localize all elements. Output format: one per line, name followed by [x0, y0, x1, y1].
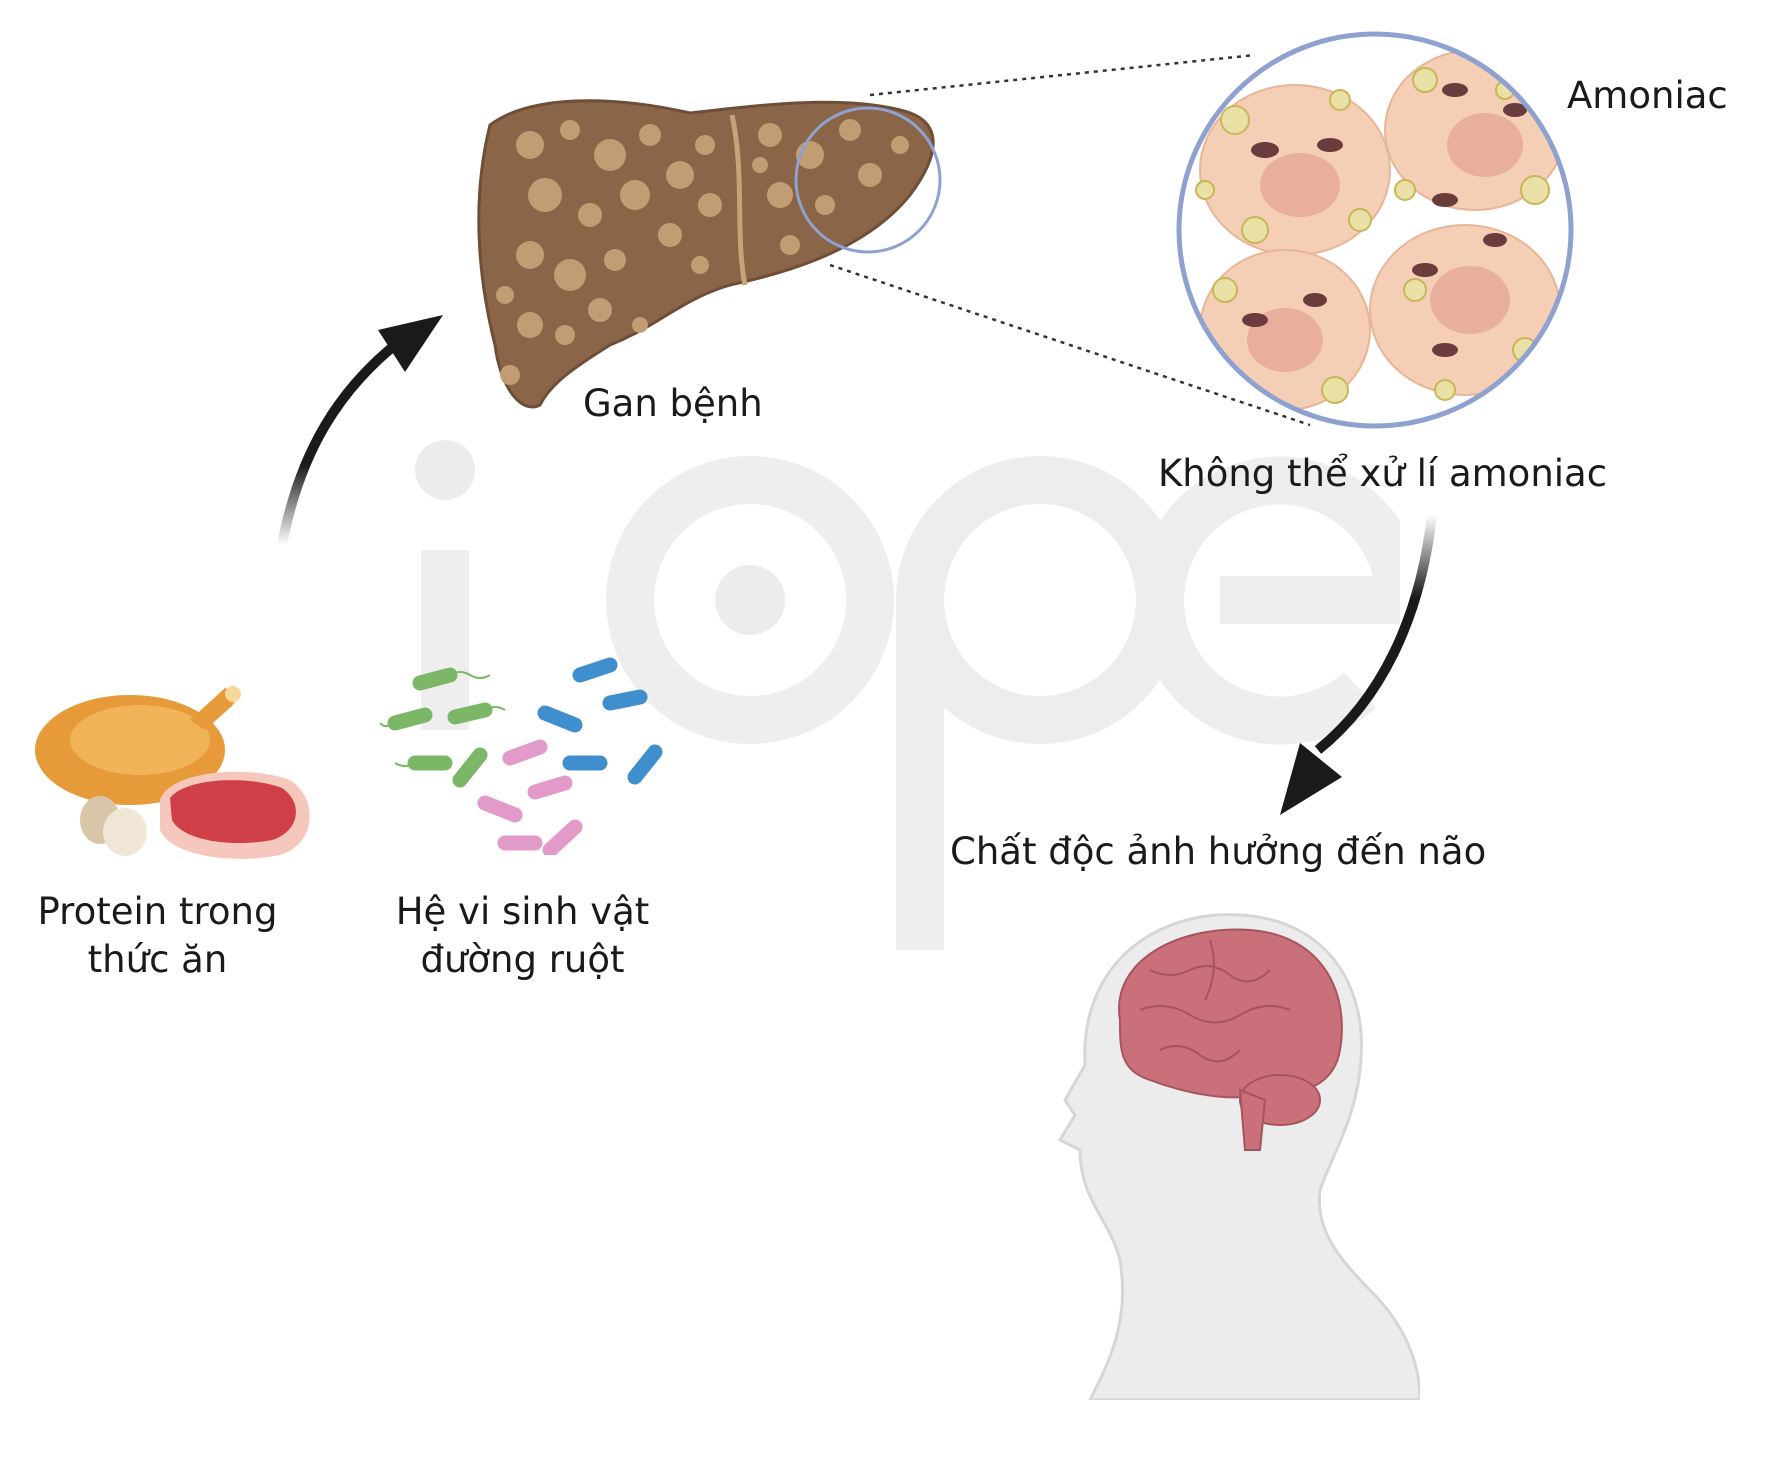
gut-microbiota-line-2: đường ruột: [380, 936, 665, 984]
food-protein-line-2: thức ăn: [25, 936, 290, 984]
food-protein-label: Protein trong thức ăn: [25, 888, 290, 984]
diseased-liver-label: Gan bệnh: [583, 380, 763, 428]
gut-bacteria-illustration: [380, 655, 670, 855]
gut-microbiota-label: Hệ vi sinh vật đường ruột: [380, 888, 665, 984]
arrow-to-brain: [1318, 515, 1432, 750]
protein-food-illustration: [20, 680, 320, 870]
head-brain-illustration: [1040, 900, 1420, 1400]
toxins-affect-brain-label: Chất độc ảnh hưởng đến não: [950, 828, 1486, 876]
cannot-process-ammonia-label: Không thể xử lí amoniac: [1158, 450, 1607, 498]
food-protein-line-1: Protein trong: [25, 888, 290, 936]
gut-microbiota-line-1: Hệ vi sinh vật: [380, 888, 665, 936]
arrow-to-liver: [282, 345, 395, 545]
ammonia-label: Amoniac: [1567, 72, 1728, 120]
